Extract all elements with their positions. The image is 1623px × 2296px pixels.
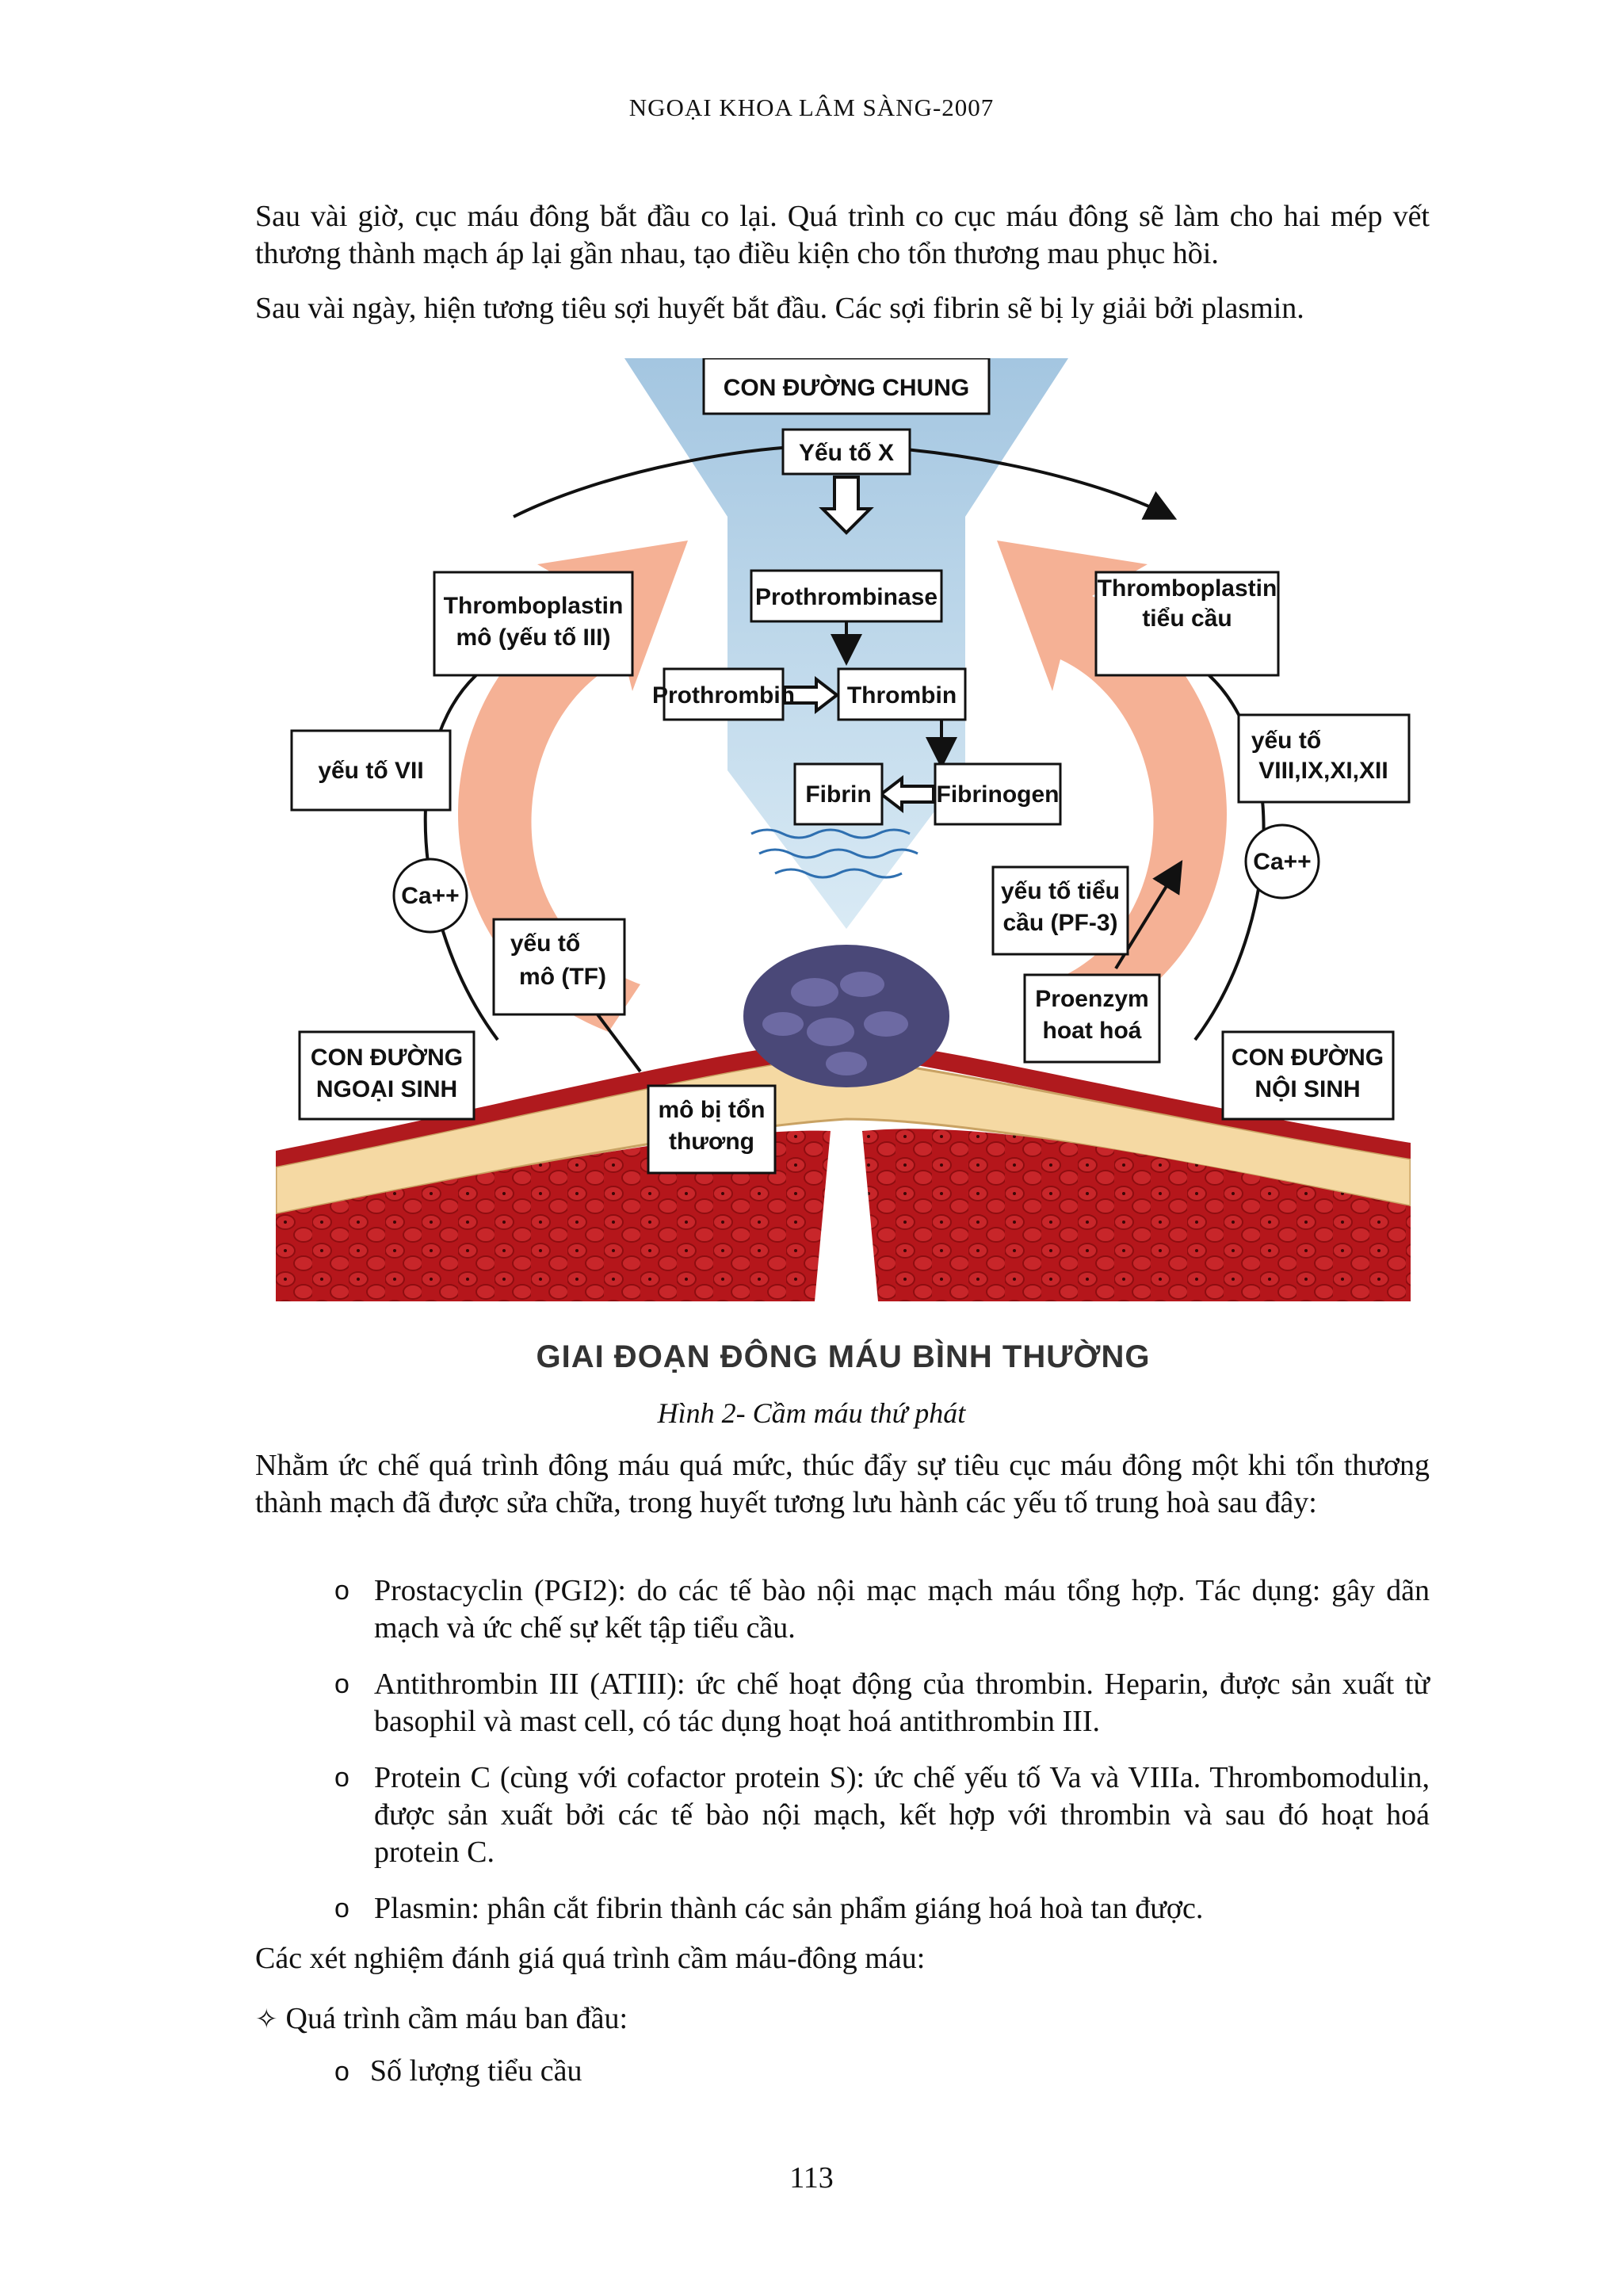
coagulation-diagram: CON ĐƯỜNG CHUNG Yếu tố X Prothrombinase … — [274, 357, 1412, 1301]
common-pathway-label: CON ĐƯỜNG CHUNG — [724, 374, 969, 401]
prothrombin-box — [663, 667, 785, 721]
paragraph-fibrinolysis: Sau vài ngày, hiện tương tiêu sợi huyết … — [255, 292, 1304, 325]
intrinsic-label-1: CON ĐƯỜNG — [1232, 1044, 1384, 1071]
tissue-thromboplastin-label-1: Thromboplastin — [444, 593, 624, 619]
fibrin-mesh — [750, 828, 918, 879]
proenzym-label-2: hoat hoá — [1043, 1018, 1142, 1044]
paragraph-tests-intro: Các xét nghiệm đánh giá quá trình cầm má… — [255, 1942, 926, 1975]
damaged-tissue-label-1: mô bị tổn — [659, 1097, 766, 1123]
factor-x-label: Yếu tố X — [799, 440, 894, 466]
bullet-marker: o — [334, 1669, 349, 1699]
bullet-marker: o — [334, 1893, 349, 1924]
list-item: o Prostacyclin (PGI2): do các tế bào nội … — [255, 1572, 1430, 1647]
list-item-text: Antithrombin III (ATIII): ức chế hoạt độ… — [374, 1668, 1430, 1738]
prothrombinase-box — [750, 569, 943, 623]
pf3-box — [991, 865, 1129, 956]
prothrombin-label: Prothrombin — [652, 682, 795, 709]
factor-x-hollow-arrow — [819, 476, 874, 535]
fibrin-box — [793, 762, 884, 826]
proenzym-label-1: Proenzym — [1035, 986, 1148, 1012]
calcium-right-circle — [1244, 823, 1320, 900]
vessel-outer-right — [862, 1040, 1411, 1159]
extrinsic-label-box — [298, 1030, 475, 1121]
fibrinogen-fibrin-arrow — [878, 774, 935, 814]
platelet-plug — [743, 945, 949, 1087]
proenzym-box — [1023, 973, 1161, 1064]
factor-viii-xii-label-1: yếu tố — [1251, 728, 1321, 754]
right-cycle-arrow — [1165, 646, 1266, 1041]
subheading-text: Quá trình cầm máu ban đầu: — [285, 2002, 628, 2035]
coagulation-figure: CON ĐƯỜNG CHUNG Yếu tố X Prothrombinase … — [274, 357, 1412, 1383]
vessel-outer-left — [276, 1040, 831, 1167]
damaged-tissue-label-2: thương — [669, 1129, 754, 1155]
factor-vii-label: yếu tố VII — [318, 758, 423, 784]
pf3-label-2: cầu (PF-3) — [1002, 910, 1117, 936]
common-pathway-box — [702, 357, 991, 415]
extrinsic-label-2: NGOẠI SINH — [316, 1076, 457, 1102]
platelet-thromboplastin-label-2: tiểu cầu — [1142, 606, 1232, 632]
prothrombinase-label: Prothrombinase — [755, 584, 938, 610]
tissue-thromboplastin-label-2: mô (yếu tố III) — [456, 625, 611, 651]
platelet-thromboplastin-label-1: Thromboplastin — [1098, 575, 1277, 602]
tissue-factor-box — [492, 918, 626, 1016]
star-bullet-icon: ✧ — [255, 2004, 278, 2035]
calcium-left-label: Ca++ — [401, 883, 459, 909]
tissue-thromboplastin-box — [433, 571, 634, 677]
inhibitor-list: o Prostacyclin (PGI2): do các tế bào nội … — [255, 1572, 1430, 1946]
thrombin-label: Thrombin — [847, 682, 957, 709]
list-item: o Plasmin: phân cắt fibrin thành các sản … — [255, 1890, 1430, 1927]
list-item: o Antithrombin III (ATIII): ức chế hoạt đ… — [255, 1666, 1430, 1740]
paragraph-clot-retraction: Sau vài giờ, cục máu đông bắt đầu co lại… — [255, 200, 1430, 270]
prothrombin-thrombin-arrow — [783, 675, 840, 715]
fibrinogen-box — [934, 762, 1062, 826]
calcium-left-circle — [392, 858, 468, 934]
fibrin-label: Fibrin — [805, 781, 871, 808]
vessel-wall-right — [862, 1129, 1411, 1301]
thrombin-box — [837, 667, 967, 721]
factor-vii-box — [290, 729, 452, 812]
figure-caption: Hình 2- Cầm máu thứ phát — [657, 1397, 966, 1429]
bullet-marker: o — [334, 1763, 349, 1793]
tissue-factor-label-2: mô (TF) — [519, 964, 606, 990]
damaged-tissue-box — [647, 1084, 777, 1175]
fibrinogen-label: Fibrinogen — [937, 781, 1060, 808]
list-item-text: Protein C (cùng với cofactor protein S):… — [374, 1761, 1430, 1869]
left-cycle-arrow — [423, 646, 520, 1041]
running-header: NGOẠI KHOA LÂM SÀNG-2007 — [628, 94, 995, 121]
pf3-label-1: yếu tố tiểu — [1001, 878, 1120, 904]
list-item-text: Plasmin: phân cắt fibrin thành các sản p… — [374, 1892, 1204, 1925]
intrinsic-label-box — [1221, 1030, 1395, 1121]
factor-viii-xii-label-2: VIII,IX,XI,XII — [1258, 758, 1388, 784]
platelet-thromboplastin-box — [1094, 571, 1280, 677]
list-item-text: Prostacyclin (PGI2): do các tế bào nội m… — [374, 1574, 1430, 1645]
subheading-primary-hemostasis: ✧Quá trình cầm máu ban đầu: — [255, 2000, 1430, 2038]
paragraph-inhibitors-intro: Nhằm ức chế quá trình đông máu quá mức, … — [255, 1449, 1430, 1519]
list-item-platelet-count: o Số lượng tiểu cầu — [255, 2053, 1430, 2091]
factor-x-box — [781, 428, 911, 476]
page-number: 113 — [789, 2161, 834, 2195]
list-item-text: Số lượng tiểu cầu — [369, 2054, 582, 2088]
bullet-marker: o — [334, 1576, 349, 1606]
intrinsic-label-2: NỘI SINH — [1254, 1075, 1360, 1102]
bullet-marker: o — [334, 2057, 349, 2087]
calcium-right-label: Ca++ — [1253, 849, 1311, 875]
list-item: o Protein C (cùng với cofactor protein S)… — [255, 1759, 1430, 1871]
extrinsic-label-1: CON ĐƯỜNG — [311, 1044, 463, 1071]
factor-viii-xii-box — [1237, 713, 1411, 804]
tissue-factor-label-1: yếu tố — [510, 930, 580, 957]
figure-title: GIAI ĐOẠN ĐÔNG MÁU BÌNH THƯỜNG — [536, 1339, 1151, 1374]
